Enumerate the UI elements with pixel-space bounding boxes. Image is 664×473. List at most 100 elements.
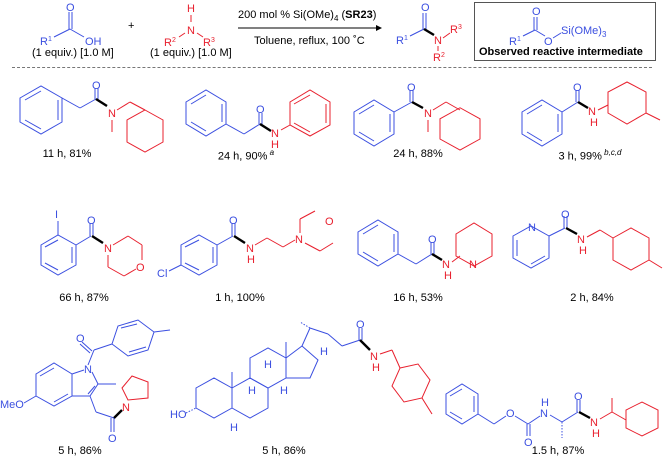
product-7-caption: 16 h, 53% (393, 292, 443, 304)
svg-text:O: O (229, 215, 238, 227)
product-5-caption: 66 h, 87% (59, 292, 109, 304)
product-2-structure: O N H (185, 89, 331, 150)
svg-text:O: O (356, 319, 365, 331)
svg-text:N: N (104, 243, 112, 255)
svg-text:N: N (540, 408, 548, 420)
svg-text:H: H (592, 428, 600, 440)
svg-text:R3: R3 (450, 24, 462, 36)
product-10-caption: 5 h, 86% (262, 445, 306, 457)
svg-text:Si(OMe)3: Si(OMe)3 (561, 25, 607, 39)
svg-text:H: H (579, 245, 587, 257)
product-8-structure: N O N H (512, 210, 663, 271)
svg-text:MeO: MeO (0, 399, 24, 411)
reaction-arrow (238, 25, 382, 31)
svg-text:Cl: Cl (157, 268, 167, 280)
svg-text:H: H (320, 346, 328, 358)
product-4-structure: O N H (521, 81, 661, 147)
amine-structure: H N R2 R3 (164, 3, 215, 46)
svg-text:O: O (524, 437, 533, 448)
product-5-structure: I O N O (40, 209, 145, 277)
svg-text:HO: HO (170, 409, 187, 421)
svg-text:O: O (76, 333, 85, 345)
product-10-structure: HO H H H H H O N H (170, 319, 433, 434)
product-9-caption: 5 h, 86% (58, 445, 102, 457)
svg-text:N: N (122, 402, 130, 414)
svg-text:R1: R1 (40, 36, 52, 46)
svg-text:N: N (187, 25, 195, 37)
svg-text:N: N (469, 259, 477, 271)
svg-text:O: O (574, 391, 583, 403)
product-3-caption: 24 h, 88% (393, 148, 443, 160)
svg-text:N: N (588, 106, 596, 118)
svg-text:H: H (541, 397, 549, 409)
svg-text:O: O (544, 36, 553, 45)
svg-text:O: O (421, 2, 430, 14)
svg-text:O: O (532, 6, 541, 18)
product-1-structure: O N (19, 80, 164, 153)
svg-text:O: O (136, 262, 145, 274)
svg-text:H: H (590, 117, 598, 129)
svg-text:O: O (66, 2, 75, 14)
product-7-structure: O N H N (357, 219, 493, 280)
svg-text:R2: R2 (433, 52, 445, 62)
svg-text:O: O (108, 433, 117, 442)
svg-text:H: H (271, 139, 279, 150)
product-9-structure: MeO N O N O (0, 319, 171, 442)
svg-text:O: O (561, 210, 570, 221)
svg-text:H: H (247, 254, 255, 266)
svg-text:R2: R2 (164, 37, 176, 46)
svg-text:H: H (264, 359, 272, 371)
amine-equiv-label: (1 equiv.) [1.0 M] (150, 47, 232, 59)
svg-text:R1: R1 (509, 36, 521, 45)
svg-text:O: O (428, 234, 437, 246)
svg-text:O: O (407, 82, 416, 94)
svg-text:N: N (246, 243, 254, 255)
product-8-caption: 2 h, 84% (570, 292, 614, 304)
svg-text:H: H (372, 362, 380, 374)
svg-text:H: H (444, 270, 452, 280)
acid-equiv-label: (1 equiv.) [1.0 M] (32, 47, 114, 59)
svg-text:N: N (442, 259, 450, 271)
svg-text:O: O (573, 82, 582, 94)
svg-text:OH: OH (85, 36, 102, 46)
svg-text:N: N (271, 128, 279, 140)
svg-text:R3: R3 (203, 37, 215, 46)
svg-text:N: N (295, 234, 303, 246)
amide-product-structure: O R1 N R3 R2 (396, 2, 462, 62)
intermediate-title: Observed reactive intermediate (479, 46, 643, 58)
svg-text:O: O (256, 104, 265, 116)
dashed-divider (12, 67, 652, 68)
svg-text:N: N (84, 364, 92, 376)
conditions-solvent: Toluene, reflux, 100 ˚C (254, 35, 365, 47)
product-1-caption: 11 h, 81% (42, 148, 92, 160)
product-3-structure: O N (353, 82, 481, 151)
product-4-caption: 3 h, 99% b,c,d (558, 148, 622, 163)
svg-text:N: N (108, 108, 116, 120)
svg-text:O: O (87, 215, 96, 227)
product-11-structure: O O N H O N H (445, 383, 659, 448)
svg-text:O: O (506, 408, 515, 420)
product-11-caption: 1.5 h, 87% (531, 445, 585, 457)
svg-text:I: I (55, 209, 58, 221)
svg-text:O: O (92, 80, 101, 92)
svg-text:O: O (325, 216, 334, 228)
plus-sign: + (128, 20, 135, 32)
svg-text:R1: R1 (396, 35, 408, 47)
carboxylic-acid-structure: O R1 OH (40, 2, 102, 46)
product-6-caption: 1 h, 100% (215, 292, 265, 304)
svg-text:H: H (230, 422, 238, 434)
svg-text:H: H (187, 3, 195, 15)
svg-text:H: H (280, 385, 288, 397)
product-2-caption: 24 h, 90% a (217, 148, 275, 163)
svg-text:N: N (577, 234, 585, 246)
product-6-structure: Cl O N H N O (157, 210, 334, 280)
svg-text:N: N (424, 108, 432, 120)
intermediate-box: O R1 O Si(OMe)3 Observed reactive interm… (474, 2, 656, 61)
svg-text:N: N (370, 351, 378, 363)
silyl-ester-structure: O R1 O Si(OMe)3 (509, 6, 607, 45)
conditions-reagent: 200 mol % Si(OMe)4 (SR23) (238, 9, 377, 24)
svg-text:H: H (248, 385, 256, 397)
svg-text:N: N (434, 35, 442, 47)
svg-text:N: N (528, 222, 536, 234)
svg-text:N: N (590, 417, 598, 429)
